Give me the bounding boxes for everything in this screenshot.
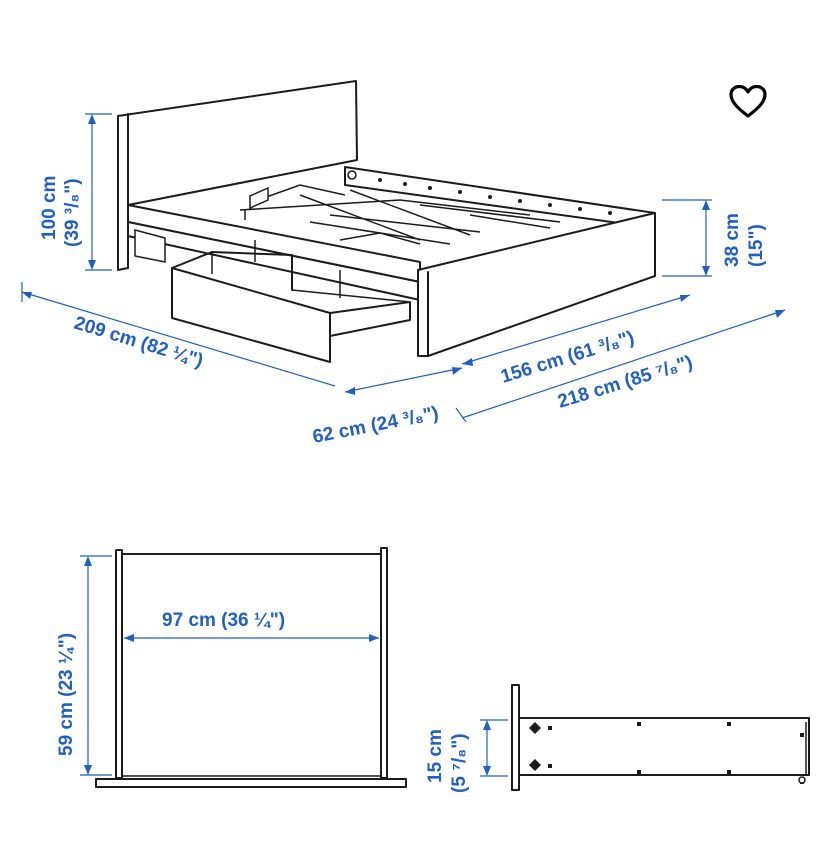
bed-dimension-lines xyxy=(21,113,786,423)
svg-text:(15"): (15") xyxy=(746,224,767,267)
favorite-heart-icon[interactable] xyxy=(728,84,768,120)
svg-text:100 cm: 100 cm xyxy=(39,176,60,240)
headboard-height-label: 100 cm (39 ³/₈") xyxy=(39,176,83,247)
drawer-side-view xyxy=(480,684,810,791)
drawer-top-view xyxy=(80,547,407,788)
bed-illustration xyxy=(117,80,656,363)
svg-text:(39 ³/₈"): (39 ³/₈") xyxy=(62,178,83,247)
side-height-label: 38 cm (15") xyxy=(722,213,767,267)
drawer-width-label: 97 cm (36 ¼") xyxy=(162,610,285,631)
svg-text:15 cm: 15 cm xyxy=(425,729,446,783)
svg-text:(5 ⁷/₈"): (5 ⁷/₈") xyxy=(449,733,470,793)
svg-text:38 cm: 38 cm xyxy=(722,213,743,267)
drawer-height-label: 15 cm (5 ⁷/₈") xyxy=(425,729,470,793)
drawer-extension-label: 62 cm (24 ³/₈") xyxy=(311,403,440,448)
drawer-depth-label: 59 cm (23 ¼") xyxy=(56,633,77,756)
